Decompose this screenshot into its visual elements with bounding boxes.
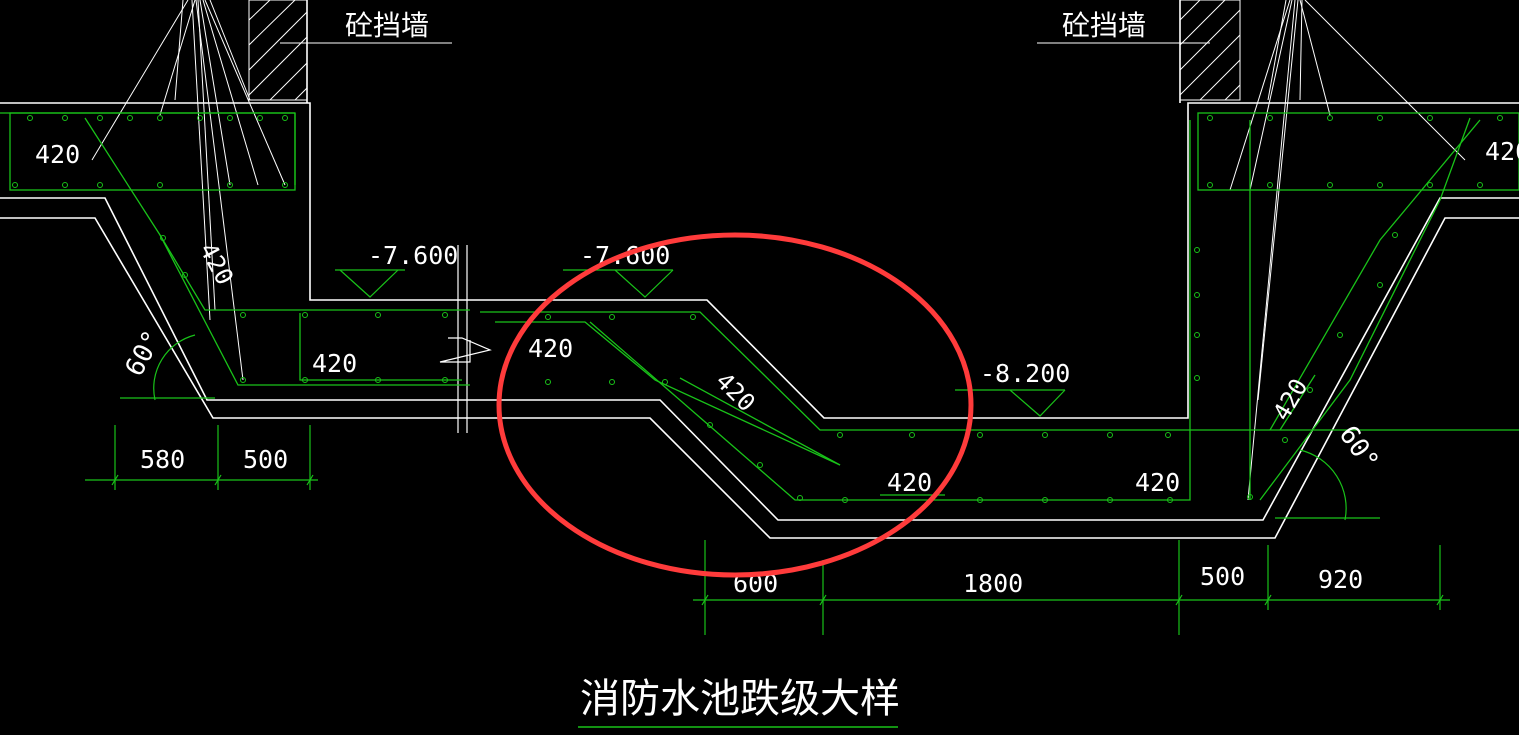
rebar-dots (12, 115, 1503, 503)
dim-500-left: 500 (243, 445, 288, 474)
right-wall-hatch (1179, 0, 1241, 101)
highlight-ellipse (496, 232, 974, 578)
rebar-label-9: 420 (1485, 137, 1519, 166)
wall-label-right: 砼挡墙 (1062, 9, 1146, 42)
concrete-outline (0, 0, 1519, 539)
rebar-label-2: 420 (194, 238, 239, 289)
dim-500-right: 500 (1200, 562, 1245, 591)
elevation-markers (335, 269, 1066, 417)
dim-1800: 1800 (963, 569, 1023, 598)
rebar-label-5: 420 (710, 367, 760, 417)
rebar-label-7: 420 (1135, 468, 1180, 497)
wall-label-left: 砼挡墙 (345, 9, 429, 42)
dim-920: 920 (1318, 565, 1363, 594)
left-wall-hatch (248, 0, 308, 101)
rebar-label-6: 420 (887, 468, 932, 497)
rebar-label-1: 420 (35, 140, 80, 169)
rebar-lines (0, 112, 1519, 501)
dim-580: 580 (140, 445, 185, 474)
rebar-label-4: 420 (528, 334, 573, 363)
dimension-lines (85, 334, 1450, 635)
break-line (439, 245, 492, 433)
rebar-label-8: 420 (1267, 374, 1313, 426)
elevation-label-1: -7.600 (368, 241, 458, 270)
angle-label-right: 60° (1333, 420, 1385, 476)
angle-label-left: 60° (120, 326, 169, 382)
anchor-lines-right (1229, 0, 1466, 501)
drawing-title: 消防水池跌级大样 (580, 676, 900, 722)
elevation-label-3: -8.200 (980, 359, 1070, 388)
rebar-label-3: 420 (312, 349, 357, 378)
